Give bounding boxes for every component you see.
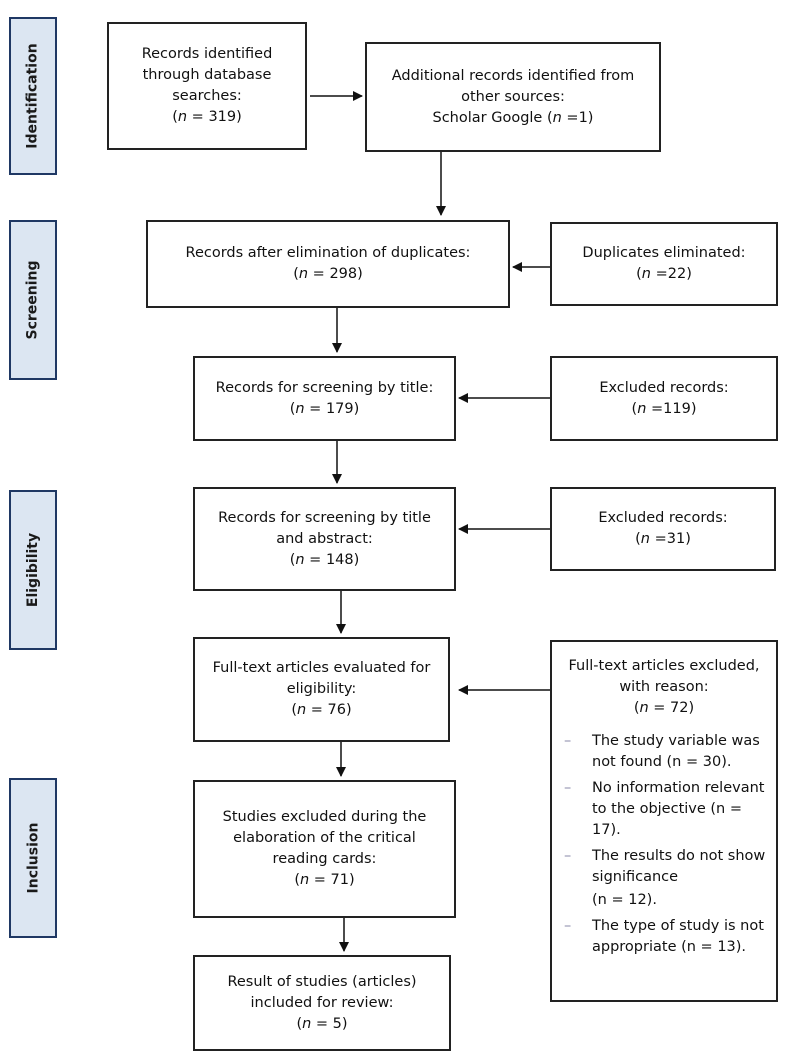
result-line-2: included for review: <box>250 994 394 1011</box>
after-dup-count: (n = 298) <box>293 266 363 282</box>
excluded2-line-1: Excluded records: <box>598 510 728 526</box>
excluded2-count: (n =31) <box>635 531 691 547</box>
db-search-line-1: Records identified <box>141 46 273 62</box>
critical-count: (n = 71) <box>294 872 355 888</box>
critical-reading-box: Studies excluded during the elaboration … <box>193 780 456 918</box>
fulltext-excluded-box: Full-text articles excluded, with reason… <box>550 640 778 1002</box>
result-line-1: Result of studies (articles) <box>227 973 417 990</box>
excluded-records-2-box: Excluded records: (n =31) <box>550 487 776 571</box>
dup-elim-count: (n =22) <box>636 266 692 282</box>
db-search-count: (n = 319) <box>172 109 242 125</box>
db-search-line-2: through database <box>142 67 272 83</box>
after-duplicates-box: Records after elimination of duplicates:… <box>146 220 510 308</box>
result-included-box: Result of studies (articles) included fo… <box>193 955 451 1051</box>
title-screen-line-1: Records for screening by title: <box>215 379 434 396</box>
title-screen-count: (n = 179) <box>289 400 360 417</box>
additional-line-2: other sources: <box>461 88 565 105</box>
additional-count: Scholar Google (n =1) <box>432 109 594 126</box>
after-dup-line-1: Records after elimination of duplicates: <box>185 245 471 261</box>
db-search-box: Records identified through database sear… <box>107 22 307 150</box>
stage-inclusion: Inclusion <box>9 778 57 938</box>
duplicates-eliminated-box: Duplicates eliminated: (n =22) <box>550 222 778 306</box>
reason-item-continued: (n = 12). <box>592 892 657 908</box>
title-screening-box: Records for screening by title: (n = 179… <box>193 356 456 441</box>
excluded1-count: (n =119) <box>631 400 697 417</box>
fulltext-excluded-line-2: with reason: <box>619 679 709 695</box>
fulltext-excluded-line-1: Full-text articles excluded, <box>568 658 760 674</box>
fulltext-excluded-count: (n = 72) <box>633 700 695 716</box>
abstract-line-2: and abstract: <box>276 530 373 547</box>
fulltext-excluded-header: Full-text articles excluded, with reason… <box>552 656 776 719</box>
additional-line-1: Additional records identified from <box>391 67 635 84</box>
exclusion-reasons-list: –The study variable was not found (n = 3… <box>552 731 776 958</box>
abstract-count: (n = 148) <box>289 551 360 568</box>
stage-identification: Identification <box>9 17 57 175</box>
critical-line-3: reading cards: <box>272 851 377 867</box>
reason-item: –The study variable was not found (n = 3… <box>564 733 760 770</box>
critical-line-1: Studies excluded during the <box>222 809 427 825</box>
additional-records-box: Additional records identified from other… <box>365 42 661 152</box>
excluded1-line-1: Excluded records: <box>599 379 729 396</box>
reason-item: –The results do not show significance <box>564 848 766 885</box>
abstract-screening-box: Records for screening by title and abstr… <box>193 487 456 591</box>
dup-elim-line-1: Duplicates eliminated: <box>582 245 746 261</box>
fulltext-count: (n = 76) <box>291 702 352 718</box>
stage-eligibility: Eligibility <box>9 490 57 650</box>
critical-line-2: elaboration of the critical <box>233 830 416 846</box>
fulltext-line-1: Full-text articles evaluated for <box>212 660 431 676</box>
fulltext-line-2: eligibility: <box>286 681 357 697</box>
excluded-records-1-box: Excluded records: (n =119) <box>550 356 778 441</box>
result-count: (n = 5) <box>296 1015 348 1032</box>
abstract-line-1: Records for screening by title <box>218 509 431 526</box>
db-search-line-3: searches: <box>172 88 242 104</box>
fulltext-evaluated-box: Full-text articles evaluated for eligibi… <box>193 637 450 742</box>
reason-item: –The type of study is not appropriate (n… <box>564 918 764 955</box>
reason-item: –No information relevant to the objectiv… <box>564 780 765 838</box>
stage-screening: Screening <box>9 220 57 380</box>
